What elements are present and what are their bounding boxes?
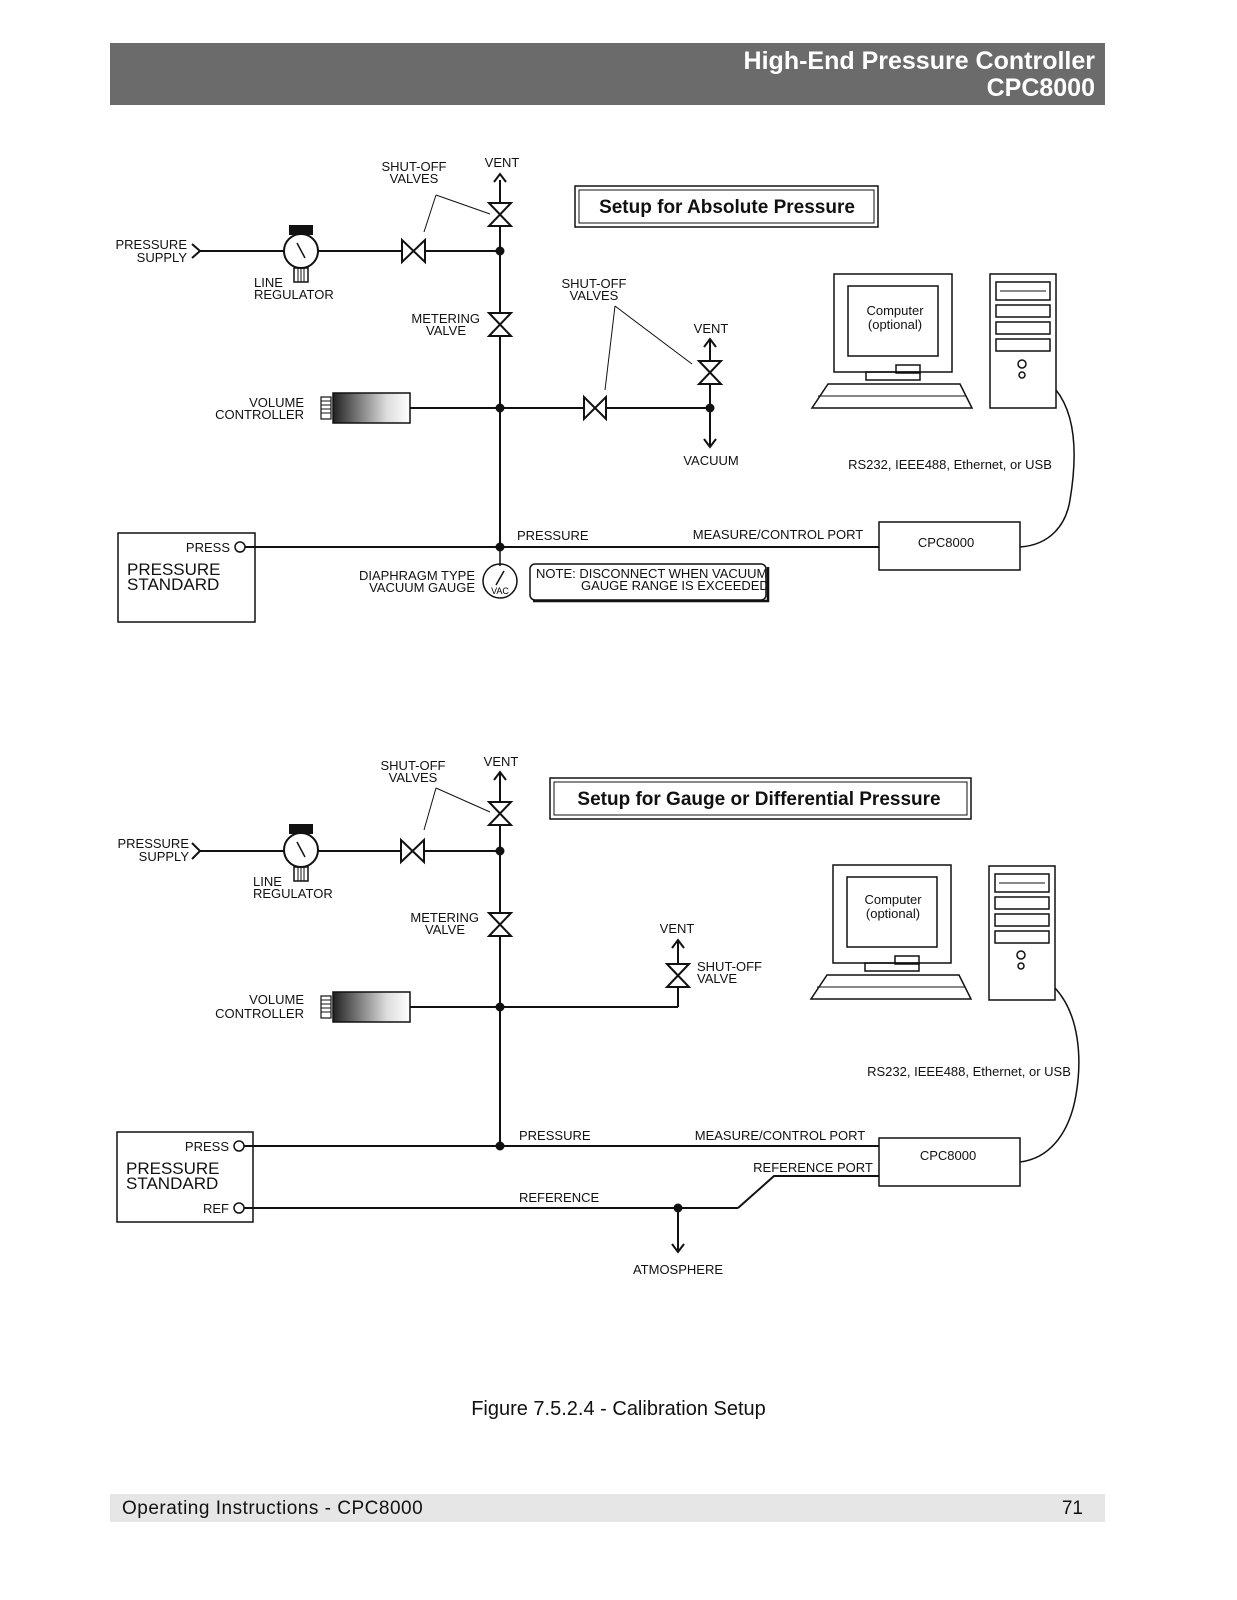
svg-text:PRESSURE: PRESSURE	[115, 237, 187, 252]
volume-controller-icon	[320, 991, 411, 1023]
svg-text:METERING: METERING	[410, 910, 479, 925]
absolute-setup-title: Setup for Absolute Pressure	[599, 197, 855, 218]
tower-icon	[988, 865, 1056, 1001]
svg-text:VAC: VAC	[491, 586, 509, 596]
cpc8000-box	[878, 521, 1021, 571]
svg-text:RS232, IEEE488, Ethernet, or U: RS232, IEEE488, Ethernet, or USB	[867, 1064, 1071, 1079]
svg-text:PRESSURE: PRESSURE	[117, 836, 189, 851]
svg-text:VALVES: VALVES	[570, 288, 619, 303]
svg-text:CONTROLLER: CONTROLLER	[215, 407, 304, 422]
figure-caption: Figure 7.5.2.4 - Calibration Setup	[471, 1398, 766, 1420]
page-header: High-End Pressure Controller CPC8000	[110, 43, 1105, 105]
pressure-standard-box	[116, 1131, 254, 1223]
pressure-standard-box	[117, 532, 256, 623]
svg-text:LINE: LINE	[254, 275, 283, 290]
svg-text:DIAPHRAGM TYPE: DIAPHRAGM TYPE	[359, 568, 475, 583]
svg-text:RS232, IEEE488, Ethernet, or U: RS232, IEEE488, Ethernet, or USB	[848, 457, 1052, 472]
page-footer: Operating Instructions - CPC8000 71	[110, 1494, 1105, 1522]
line-regulator-icon	[283, 225, 319, 283]
gauge-setup-title: Setup for Gauge or Differential Pressure	[577, 789, 940, 810]
shutoff-valve-icon	[400, 837, 425, 865]
metering-valve-icon	[486, 912, 514, 937]
svg-text:VOLUME: VOLUME	[249, 395, 304, 410]
svg-text:LINE: LINE	[253, 874, 282, 889]
svg-text:MEASURE/CONTROL PORT: MEASURE/CONTROL PORT	[693, 527, 864, 542]
svg-text:PRESSURE: PRESSURE	[517, 528, 589, 543]
gauge-setup-labels: Setup for Gauge or Differential Pressure…	[117, 754, 1070, 1277]
svg-text:(optional): (optional)	[868, 317, 922, 332]
svg-text:ATMOSPHERE: ATMOSPHERE	[633, 1262, 723, 1277]
computer-icon	[810, 273, 974, 409]
svg-text:REFERENCE: REFERENCE	[519, 1190, 600, 1205]
svg-text:STANDARD: STANDARD	[127, 575, 219, 594]
svg-text:VALVES: VALVES	[389, 770, 438, 785]
footer-document-title: Operating Instructions - CPC8000	[122, 1498, 424, 1519]
svg-text:SUPPLY: SUPPLY	[137, 250, 188, 265]
gauge-setup	[116, 770, 1080, 1254]
vent-valve-icon	[486, 202, 514, 227]
vent-shutoff-valve-icon	[664, 963, 692, 988]
svg-text:PRESS: PRESS	[186, 540, 230, 555]
svg-text:SHUT-OFF: SHUT-OFF	[381, 758, 446, 773]
svg-text:MEASURE/CONTROL PORT: MEASURE/CONTROL PORT	[695, 1128, 866, 1143]
svg-text:STANDARD: STANDARD	[126, 1174, 218, 1193]
svg-text:PRESS: PRESS	[185, 1139, 229, 1154]
page-number: 71	[1061, 1498, 1083, 1519]
svg-text:VENT: VENT	[660, 921, 695, 936]
svg-text:REF: REF	[203, 1201, 229, 1216]
svg-text:SHUT-OFF: SHUT-OFF	[697, 959, 762, 974]
svg-text:CPC8000: CPC8000	[920, 1148, 976, 1163]
svg-text:SHUT-OFF: SHUT-OFF	[382, 159, 447, 174]
svg-text:VENT: VENT	[484, 754, 519, 769]
svg-text:VOLUME: VOLUME	[249, 992, 304, 1007]
shutoff-valve-icon	[401, 237, 426, 265]
absolute-setup	[117, 172, 1075, 623]
svg-text:VALVE: VALVE	[697, 971, 737, 986]
svg-text:SUPPLY: SUPPLY	[139, 849, 190, 864]
svg-text:Computer: Computer	[864, 892, 922, 907]
svg-text:VACUUM GAUGE: VACUUM GAUGE	[369, 580, 475, 595]
svg-text:(optional): (optional)	[866, 906, 920, 921]
svg-text:CPC8000: CPC8000	[918, 535, 974, 550]
svg-text:METERING: METERING	[411, 311, 480, 326]
tower-icon	[989, 273, 1057, 409]
svg-text:VACUUM: VACUUM	[683, 453, 738, 468]
absolute-setup-labels: Setup for Absolute Pressure SHUT-OFF VAL…	[115, 155, 1051, 596]
vent-mid-valve-icon	[696, 360, 724, 385]
svg-text:SHUT-OFF: SHUT-OFF	[562, 276, 627, 291]
metering-valve-icon	[486, 312, 514, 337]
svg-text:PRESSURE: PRESSURE	[127, 560, 221, 579]
line-regulator-icon	[283, 824, 319, 882]
svg-text:VALVE: VALVE	[425, 922, 465, 937]
header-model: CPC8000	[986, 74, 1095, 102]
svg-text:REFERENCE PORT: REFERENCE PORT	[753, 1160, 873, 1175]
svg-text:VENT: VENT	[694, 321, 729, 336]
computer-icon	[809, 864, 973, 1000]
svg-text:Computer: Computer	[866, 303, 924, 318]
svg-text:NOTE: DISCONNECT WHEN VACUUM: NOTE: DISCONNECT WHEN VACUUM	[536, 566, 767, 581]
vacuum-shutoff-valve-icon	[583, 394, 607, 422]
svg-text:CONTROLLER: CONTROLLER	[215, 1006, 304, 1021]
svg-text:REGULATOR: REGULATOR	[254, 287, 334, 302]
volume-controller-icon	[320, 392, 411, 424]
svg-text:VENT: VENT	[485, 155, 520, 170]
vacuum-gauge-icon	[482, 563, 518, 599]
svg-text:PRESSURE: PRESSURE	[126, 1159, 220, 1178]
svg-text:GAUGE RANGE IS EXCEEDED: GAUGE RANGE IS EXCEEDED	[581, 578, 769, 593]
svg-text:VALVES: VALVES	[390, 171, 439, 186]
svg-text:VALVE: VALVE	[426, 323, 466, 338]
svg-text:REGULATOR: REGULATOR	[253, 886, 333, 901]
header-title: High-End Pressure Controller	[743, 47, 1095, 75]
svg-text:PRESSURE: PRESSURE	[519, 1128, 591, 1143]
vent-valve-icon	[486, 801, 514, 826]
